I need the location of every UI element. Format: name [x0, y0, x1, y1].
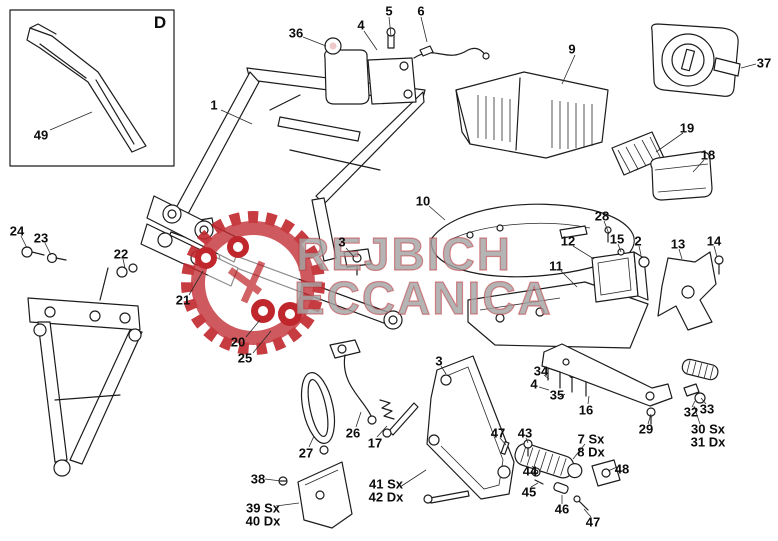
part-label: 46: [554, 501, 570, 517]
part-label: 38: [250, 471, 266, 487]
part-label: 39 Sx: [246, 500, 280, 516]
footpeg-bracket-drawing: [423, 355, 515, 504]
undertray-drawing: [455, 71, 609, 159]
part-label: 48: [614, 461, 630, 477]
watermark-line2: ECCANICA: [294, 272, 553, 324]
watermark-line1: REJBICH: [296, 228, 512, 280]
part-label: 37: [756, 55, 772, 71]
part-label: 36: [288, 25, 304, 41]
part-label: 19: [679, 120, 695, 136]
part-label: 47: [490, 425, 506, 441]
part-label: 1: [210, 97, 218, 113]
part-label: 47: [585, 514, 601, 530]
part-label: 4: [530, 376, 538, 392]
part-label: 21: [175, 292, 191, 308]
part-label: 44: [522, 463, 538, 479]
toolkit-drawing: [611, 131, 713, 201]
part-label: 3: [435, 353, 443, 369]
part-label: 9: [568, 41, 576, 57]
plate-bracket-drawing: [657, 251, 724, 331]
leader-lines: [20, 16, 757, 518]
taillight-drawing: [591, 226, 650, 303]
part-label: 5: [385, 3, 393, 19]
front-frame-drawing: [27, 267, 143, 477]
part-label: 6: [417, 3, 425, 19]
part-label: 10: [415, 193, 431, 209]
part-label: 34: [533, 363, 549, 379]
side-panel-drawing: [278, 461, 353, 529]
footpeg-hardware-drawing: [500, 439, 621, 511]
part-label: 31 Dx: [690, 434, 726, 450]
reservoir-assembly-drawing: [324, 27, 490, 105]
part-label: 17: [367, 435, 383, 451]
red-bushings: [195, 236, 302, 326]
loop-handle-drawing: [300, 372, 336, 444]
part-label: 35: [549, 387, 565, 403]
part-label: 28: [594, 208, 610, 224]
part-label: 11: [549, 258, 563, 274]
part-label: 23: [33, 230, 49, 246]
part-label: 2: [634, 233, 642, 249]
part-label: 3: [338, 234, 346, 250]
part-label: 33: [699, 401, 715, 417]
seat-cowl-drawing: [430, 203, 635, 278]
detail-inset-box: [9, 9, 175, 167]
part-label: 42 Dx: [368, 489, 404, 505]
part-label: 12: [560, 233, 576, 249]
part-label: 43: [517, 425, 533, 441]
part-label: 27: [298, 445, 314, 461]
loop-bolt-drawing: [319, 445, 329, 455]
part-label: 14: [706, 233, 722, 249]
part-label: 18: [700, 147, 716, 163]
lock-drawing: [651, 23, 741, 97]
left-fasteners-drawing: [21, 246, 138, 278]
part-label: 49: [33, 127, 49, 143]
watermark-gear-logo: [181, 211, 325, 355]
part-label: 15: [609, 231, 625, 247]
part-label: 40 Dx: [245, 513, 281, 529]
part-label: 32: [683, 404, 699, 420]
part-label: 7 Sx: [577, 431, 605, 447]
detail-box-label: D: [153, 13, 167, 32]
part-label: 13: [670, 236, 686, 252]
footpeg-drawing: [514, 443, 583, 479]
part-label: 16: [578, 402, 594, 418]
part-label: 41 Sx: [369, 476, 403, 492]
part-label: 24: [9, 223, 25, 239]
part-label: 29: [638, 421, 654, 437]
part-label: 20: [230, 334, 246, 350]
part-label: 30 Sx: [691, 421, 725, 437]
part-label: 8 Dx: [577, 444, 605, 460]
part-label: 25: [237, 350, 253, 366]
rear-hanger-drawing: [541, 343, 719, 425]
part-label: 22: [113, 246, 129, 262]
part-label: 26: [345, 425, 361, 441]
part-label: 45: [521, 484, 537, 500]
part-label: 4: [357, 17, 365, 33]
